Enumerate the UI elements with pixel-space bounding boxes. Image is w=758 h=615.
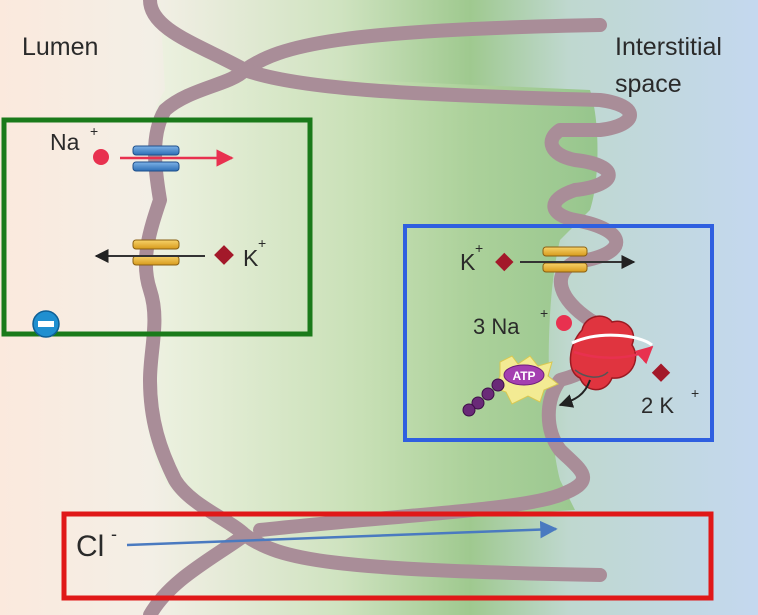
apical-k-charge: +: [258, 235, 266, 251]
sodium-ion-icon: [93, 149, 109, 165]
potassium-ion-icon: [214, 245, 234, 265]
atp-molecule-icon: ATP: [462, 355, 559, 417]
sodium-ion-icon: [556, 315, 572, 331]
ion-channel-icon: [132, 239, 180, 266]
pump-k-label: 2 K: [641, 393, 674, 418]
cl-charge: -: [111, 524, 117, 544]
potassium-ion-icon: [651, 363, 671, 382]
minus-circle-icon: [32, 310, 60, 338]
basolateral-panel: K + 3 Na + 2 K + ATP: [403, 224, 714, 442]
pump-na-label: 3 Na: [473, 314, 520, 339]
pump-na-charge: +: [540, 305, 548, 321]
interstitial-label-line1: Interstitial: [615, 33, 722, 61]
ion-channel-icon: [542, 246, 588, 273]
ion-channel-icon: [132, 145, 180, 172]
adp-release-arrow: [558, 379, 591, 408]
cl-paracellular-arrow: [126, 520, 558, 547]
apical-na-charge: +: [90, 123, 98, 139]
interstitial-label-line2: space: [615, 70, 682, 98]
basolateral-k-label: K: [460, 249, 476, 275]
apical-na-label: Na: [50, 129, 80, 155]
na-k-atpase-icon: [569, 315, 654, 391]
pump-k-charge: +: [691, 385, 699, 401]
lumen-label: Lumen: [22, 33, 98, 61]
apical-panel-border: [1, 117, 313, 337]
cl-label: Cl: [76, 530, 104, 563]
basolateral-panel-border: [403, 224, 714, 442]
paracellular-panel-border: [61, 511, 714, 601]
cell-membrane: [138, 0, 637, 615]
apical-k-label: K: [243, 245, 259, 271]
paracellular-panel: Cl -: [61, 511, 714, 601]
apical-panel: Na + K +: [1, 117, 313, 338]
atp-label: ATP: [512, 369, 535, 383]
potassium-ion-icon: [495, 252, 514, 272]
basolateral-k-charge: +: [475, 240, 483, 256]
